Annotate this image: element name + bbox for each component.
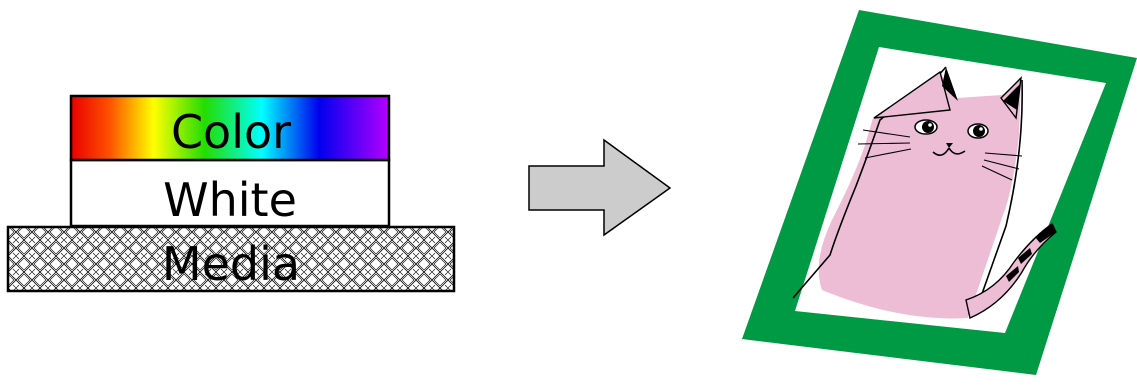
color-layer: Color [69,94,391,162]
media-layer: Media [6,225,456,293]
color-label: Color [171,105,291,159]
media-label: Media [162,237,300,291]
white-layer: White [69,158,391,228]
cat-picture-icon [792,66,1057,319]
right-arrow-icon [528,138,672,237]
white-label: White [163,173,297,227]
printed-picture [742,10,1137,375]
